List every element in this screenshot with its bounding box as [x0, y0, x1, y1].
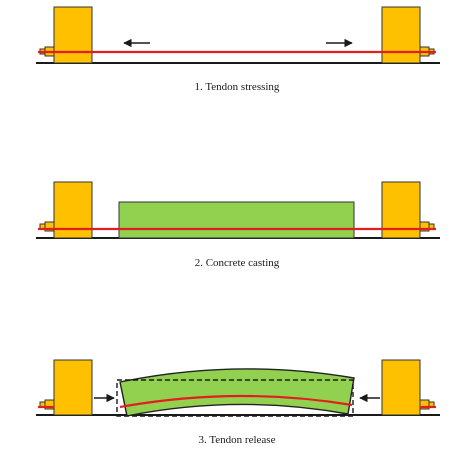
- step-2-concrete-casting: 2. Concrete casting: [36, 181, 440, 269]
- step-3-tendon-release: 3. Tendon release: [36, 359, 440, 446]
- step-1-caption: 1. Tendon stressing: [195, 81, 280, 93]
- concrete-beam: [118, 201, 355, 239]
- step-3-caption: 3. Tendon release: [199, 434, 276, 446]
- left-abutment: [53, 359, 93, 416]
- released-tendon: [119, 394, 353, 409]
- left-abutment: [53, 6, 93, 64]
- right-abutment: [381, 6, 421, 64]
- step-1-tendon-stressing: 1. Tendon stressing: [36, 6, 440, 93]
- step-2-caption: 2. Concrete casting: [195, 257, 280, 269]
- right-abutment: [381, 359, 421, 416]
- cambered-concrete-beam: [119, 368, 355, 417]
